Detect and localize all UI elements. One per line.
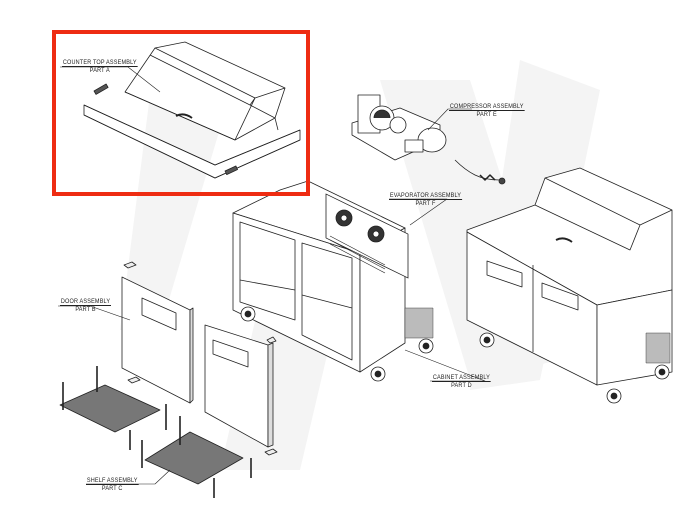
label-part-a-id: PART A [89,67,110,74]
shelf-assembly [59,366,252,498]
label-part-c-id: PART C [101,485,123,492]
door-assembly-left [121,261,194,404]
label-part-b: DOOR ASSEMBLY PART B [60,298,112,313]
cabinet-assembly [232,180,434,382]
label-part-c-title: SHELF ASSEMBLY [86,477,139,485]
label-part-f: EVAPORATOR ASSEMBLY PART F [389,192,462,207]
label-part-b-title: DOOR ASSEMBLY [60,298,112,306]
label-part-f-id: PART F [415,200,436,207]
counter-top-assembly [83,41,301,179]
label-part-f-title: EVAPORATOR ASSEMBLY [389,192,462,200]
label-part-a: COUNTER TOP ASSEMBLY PART A [62,59,138,74]
highlight-box-part-a [52,30,310,196]
label-part-e-id: PART E [476,111,497,118]
label-part-d-id: PART D [451,382,472,389]
compressor-assembly [351,94,506,185]
label-part-c: SHELF ASSEMBLY PART C [86,477,139,492]
label-part-a-title: COUNTER TOP ASSEMBLY [62,59,138,67]
label-part-d-title: CABINET ASSEMBLY [432,374,491,382]
assembled-unit [466,167,673,404]
label-part-e: COMPRESSOR ASSEMBLY PART E [449,103,525,118]
label-part-b-id: PART B [75,306,96,313]
label-part-e-title: COMPRESSOR ASSEMBLY [449,103,525,111]
door-assembly-right [204,324,278,456]
label-part-d: CABINET ASSEMBLY PART D [432,374,491,389]
